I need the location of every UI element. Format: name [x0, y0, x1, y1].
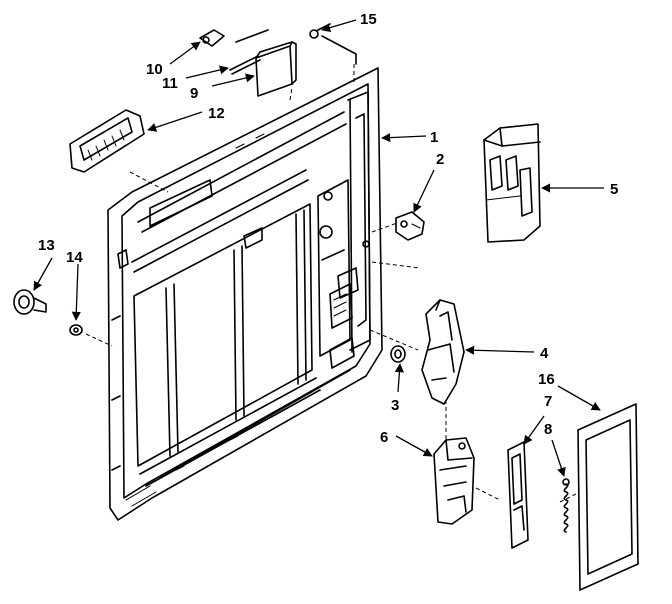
washer-part	[69, 324, 83, 336]
leader-13	[33, 257, 53, 291]
leader-11	[185, 65, 229, 79]
knob-part	[390, 345, 406, 363]
leader-15	[321, 19, 357, 33]
callout-7: 7	[544, 393, 552, 410]
assembly-line	[369, 329, 419, 351]
callout-16: 16	[538, 371, 555, 388]
screw-part	[309, 23, 357, 65]
callout-15: 15	[360, 11, 377, 28]
callout-6: 6	[380, 429, 388, 446]
pin-part	[229, 29, 269, 75]
callout-3: 3	[391, 397, 399, 414]
leader-10	[169, 41, 201, 65]
switch-housing-part	[483, 123, 541, 243]
callout-4: 4	[540, 345, 549, 362]
spring-part	[562, 478, 570, 533]
wheel-part	[13, 289, 47, 315]
lower-latch-part	[433, 437, 475, 525]
handle-part	[69, 109, 145, 173]
callout-5: 5	[610, 181, 618, 198]
bracket-part	[255, 41, 297, 97]
callout-9: 9	[190, 85, 198, 102]
leader-1	[381, 133, 427, 143]
callout-1: 1	[430, 129, 438, 146]
leader-4	[465, 345, 535, 355]
assembly-line	[475, 487, 501, 501]
assembly-line	[289, 87, 293, 101]
leader-14	[71, 263, 81, 321]
leader-8	[551, 439, 566, 477]
callout-13: 13	[38, 237, 55, 254]
leader-3	[394, 363, 404, 393]
leader-lines	[33, 19, 604, 477]
leader-16	[557, 385, 601, 411]
door-panel	[107, 67, 383, 521]
callout-8: 8	[544, 421, 552, 438]
slide-bar-part	[507, 441, 529, 549]
callout-2: 2	[436, 151, 444, 168]
callout-labels: 1 2 3 4 5 6 7 8 9 10 11 12 13 14 15 16	[38, 11, 618, 446]
callout-12: 12	[208, 105, 225, 122]
callout-10: 10	[146, 61, 163, 78]
leader-2	[413, 169, 435, 213]
callout-11: 11	[162, 75, 178, 92]
leader-7	[523, 415, 545, 445]
leader-6	[395, 435, 433, 457]
clip-part	[199, 29, 225, 47]
assembly-line	[85, 333, 113, 347]
assembly-line	[129, 171, 169, 193]
latch-actuator-part	[421, 299, 465, 405]
latch-clip-part	[395, 211, 425, 241]
leader-12	[147, 111, 203, 132]
callout-14: 14	[66, 249, 83, 266]
leader-9	[211, 73, 255, 87]
assembly-line	[371, 261, 421, 269]
cover-plate-part	[577, 403, 639, 591]
